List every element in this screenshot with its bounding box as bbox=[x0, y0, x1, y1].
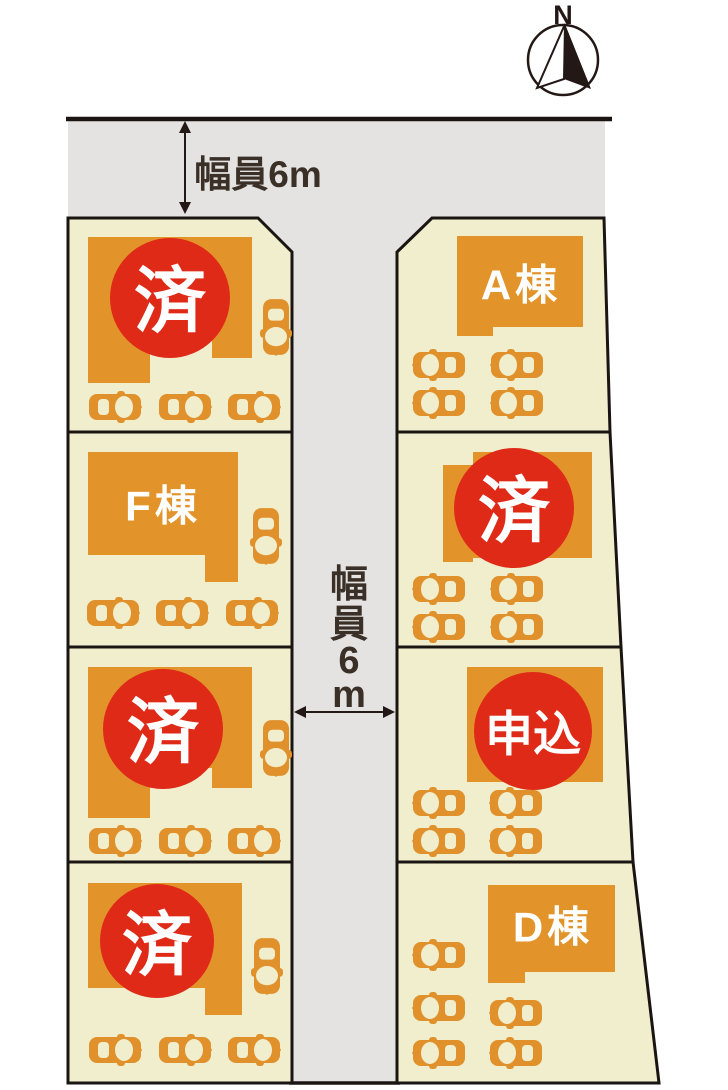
car-icon bbox=[159, 825, 212, 857]
status-badge-left-1: 済 bbox=[110, 238, 230, 358]
car-icon bbox=[412, 939, 465, 971]
car-icon bbox=[89, 391, 142, 423]
car-icon bbox=[489, 825, 542, 857]
compass: N bbox=[526, 0, 600, 97]
badge-circle bbox=[454, 448, 574, 568]
badge-circle bbox=[110, 238, 230, 358]
car-icon bbox=[489, 787, 542, 819]
car-icon bbox=[251, 938, 283, 995]
road-width-label-top: 幅員6m bbox=[194, 154, 321, 195]
status-badge-left-4: 済 bbox=[100, 884, 214, 998]
badge-label: 済 bbox=[478, 472, 551, 552]
road-width-label-char-2: 6 bbox=[338, 640, 359, 682]
road-width-annotation-top: 幅員6m bbox=[179, 121, 322, 214]
badge-label: 済 bbox=[122, 906, 193, 984]
road-width-label-char-1: 員 bbox=[330, 604, 368, 646]
car-icon bbox=[228, 391, 281, 423]
arrow-head-up bbox=[179, 121, 191, 133]
badge-label: 申込 bbox=[485, 709, 581, 762]
car-icon bbox=[490, 387, 543, 419]
status-badge-left-3: 済 bbox=[103, 669, 223, 789]
road-middle bbox=[292, 216, 397, 1083]
car-icon bbox=[89, 1034, 142, 1066]
car-icon bbox=[412, 1037, 465, 1069]
road-width-label-char-3: m bbox=[332, 674, 366, 716]
badge-circle bbox=[474, 672, 592, 790]
car-icon bbox=[87, 597, 140, 629]
car-icon bbox=[156, 597, 209, 629]
car-icon bbox=[490, 573, 543, 605]
road-width-annotation-middle: 幅 員 6 m bbox=[294, 564, 395, 718]
compass-needle-right bbox=[564, 24, 591, 89]
car-icon bbox=[226, 597, 279, 629]
car-icon bbox=[89, 825, 142, 857]
status-badge-right-2: 済 bbox=[454, 448, 574, 568]
north-label: N bbox=[553, 0, 573, 30]
building-right-4 bbox=[488, 885, 615, 983]
building-right-1 bbox=[457, 236, 583, 336]
car-icon bbox=[412, 387, 465, 419]
status-badge-right-3: 申込 bbox=[474, 672, 592, 790]
building-left-2 bbox=[88, 452, 238, 582]
badge-label: 済 bbox=[127, 693, 200, 773]
car-icon bbox=[412, 992, 465, 1024]
car-icon bbox=[412, 825, 465, 857]
car-icon bbox=[490, 611, 543, 643]
arrow-head-left bbox=[294, 706, 306, 718]
badge-label: 済 bbox=[134, 262, 207, 342]
car-icon bbox=[412, 611, 465, 643]
arrow-head-right bbox=[383, 706, 395, 718]
badge-circle bbox=[103, 669, 223, 789]
car-icon bbox=[228, 825, 281, 857]
arrow-head-down bbox=[179, 202, 191, 214]
car-icon bbox=[489, 997, 542, 1029]
car-icon bbox=[260, 720, 292, 777]
road-width-label-char-0: 幅 bbox=[330, 564, 368, 606]
car-icon bbox=[412, 349, 465, 381]
car-icon bbox=[489, 1037, 542, 1069]
road-top bbox=[68, 118, 605, 218]
car-icon bbox=[159, 1034, 212, 1066]
car-icon bbox=[412, 787, 465, 819]
building-label-f: F棟 bbox=[125, 483, 201, 530]
car-icon bbox=[412, 573, 465, 605]
car-icon bbox=[490, 349, 543, 381]
car-icon bbox=[228, 1034, 281, 1066]
building-label-d: D棟 bbox=[513, 904, 593, 951]
car-icon bbox=[250, 508, 282, 565]
car-icon bbox=[260, 299, 292, 356]
badge-circle bbox=[100, 884, 214, 998]
car-icon bbox=[159, 391, 212, 423]
building-label-a: A棟 bbox=[481, 262, 561, 309]
